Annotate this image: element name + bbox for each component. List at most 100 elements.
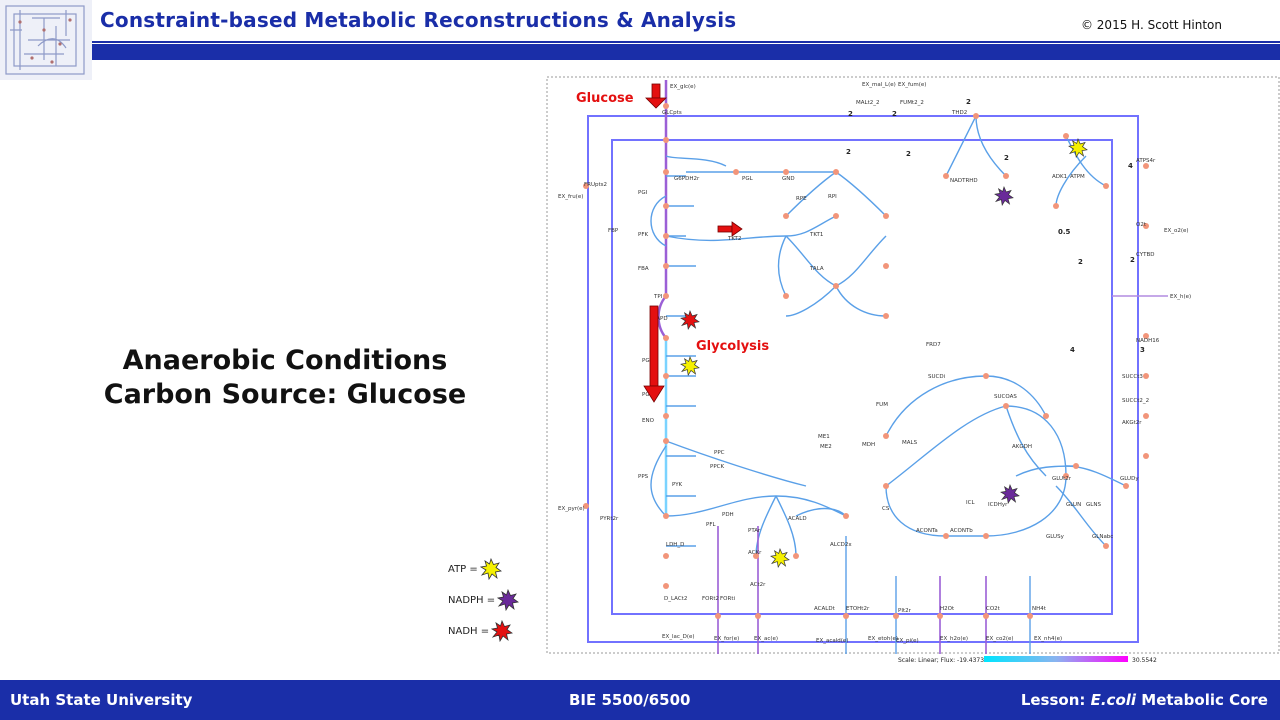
stoich-mark: 2 [848, 110, 853, 118]
rxn-label: EX_o2(e) [1164, 228, 1189, 234]
rxn-label: EX_h(e) [1170, 294, 1191, 300]
rxn-label: MALS [902, 440, 918, 446]
footer-course: BIE 5500/6500 [569, 691, 691, 709]
rxn-label: CYTBD [1136, 252, 1154, 258]
rxn-label: SUCDi [928, 374, 946, 380]
rxn-label: PGL [742, 176, 754, 182]
rxn-label: D_LACt2 [664, 596, 687, 602]
footer-lesson: Lesson: E.coli Metabolic Core [1021, 691, 1268, 709]
footer-lesson-organism: E.coli [1090, 691, 1137, 709]
rxn-label: PDH [722, 512, 734, 518]
rxn-label: PGM [642, 392, 655, 398]
rxn-label: AKGt2r [1122, 420, 1142, 426]
stoich-mark: 2 [966, 98, 971, 106]
rxn-label: EX_for(e) [714, 636, 739, 642]
nadph-burst-icon [497, 589, 520, 611]
stoich-mark: 3 [1140, 346, 1145, 354]
rxn-label: EX_co2(e) [986, 636, 1014, 642]
rxn-label: TKT2 [727, 236, 741, 242]
rxn-label: NADTRHD [950, 178, 978, 184]
rxn-label: PFK [638, 232, 648, 238]
rxn-label: NADH16 [1136, 338, 1160, 344]
rxn-label: AKGDH [1012, 444, 1032, 450]
rxn-label: EX_fru(e) [558, 194, 583, 200]
rxn-label: GLUN [1066, 502, 1081, 508]
footer-university: Utah State University [10, 691, 193, 709]
stoich-mark: 2 [906, 150, 911, 158]
rxn-label: ICL [966, 500, 975, 506]
rxn-label: FRD7 [926, 342, 941, 348]
rxn-label: NH4t [1032, 606, 1047, 612]
header-band [92, 44, 1280, 60]
legend-nadh-label: NADH = [448, 625, 490, 637]
stoich-mark: 2 [892, 110, 897, 118]
condition-line: Anaerobic Conditions [122, 345, 448, 376]
rxn-label: MDH [862, 442, 875, 448]
slide-title: Constraint-based Metabolic Reconstructio… [100, 8, 737, 32]
rxn-label: SUCCt2_2 [1122, 398, 1149, 404]
rxn-label: ME1 [818, 434, 830, 440]
rxn-label: TKT1 [809, 232, 823, 238]
rxn-label: PPC [714, 450, 725, 456]
map-frame [546, 76, 1280, 654]
stoich-mark: 2 [1078, 258, 1083, 266]
rxn-label: FORti [720, 596, 735, 602]
rxn-label: PTAr [748, 528, 761, 534]
rxn-label: G6PDH2r [674, 176, 700, 182]
rxn-label: PYK [672, 482, 683, 488]
rxn-label: H2Ot [940, 606, 955, 612]
rxn-label: EX_acald(e) [816, 638, 848, 644]
carbon-source-line: Carbon Source: Glucose [103, 379, 467, 410]
rxn-label: CO2t [986, 606, 1001, 612]
rxn-label: EX_fum(e) [898, 82, 926, 88]
nadph-burst-icon [1000, 483, 1020, 504]
rxn-label: GND [782, 176, 795, 182]
atp-burst-icon [680, 355, 700, 376]
rxn-label: THD2 [951, 110, 967, 116]
rxn-label: RPE [796, 196, 807, 202]
rxn-label: EX_etoh(e) [868, 636, 898, 642]
rxn-label: FUMt2_2 [900, 100, 924, 106]
glycolysis-flux-lines [657, 80, 668, 339]
legend-nadh: NADH = [448, 620, 514, 642]
rxn-label: ADK1 [1052, 174, 1067, 180]
rxn-label: ICDHyr [988, 502, 1008, 508]
rxn-label: EX_pyr(e) [558, 506, 585, 512]
metabolic-network-logo [0, 0, 92, 80]
rxn-label: PFL [706, 522, 716, 528]
stoich-mark: 2 [1130, 256, 1135, 264]
rxn-label: FBA [638, 266, 649, 272]
network-edges [650, 115, 1127, 557]
rxn-label: FRUpts2 [584, 182, 607, 188]
legend-atp: ATP = [448, 558, 502, 580]
glucose-arrow-icon [645, 83, 667, 109]
stoich-mark: 2 [846, 148, 851, 156]
nadph-burst-icon [994, 185, 1014, 206]
footer-lesson-suffix: Metabolic Core [1136, 691, 1268, 709]
rxn-label: PIt2r [898, 608, 912, 614]
outer-membrane [587, 115, 1139, 643]
rxn-label: SUCOAS [994, 394, 1017, 400]
stoich-mark: 0.5 [1058, 228, 1071, 236]
footer-band [0, 680, 1280, 720]
flux-scale-max: 30.5542 [1132, 657, 1157, 664]
atp-burst-icon [479, 558, 502, 580]
stoich-mark: 4 [1128, 162, 1133, 170]
rxn-label: SUCCt3 [1122, 374, 1143, 380]
nadh-burst-icon [680, 309, 700, 330]
rxn-label: ACALDt [814, 606, 836, 612]
rxn-label: GLUDy [1120, 476, 1139, 482]
nadh-burst-icon [491, 620, 514, 642]
atp-burst-icon [1068, 137, 1088, 158]
copyright-notice: © 2015 H. Scott Hinton [1080, 18, 1222, 32]
rxn-label: ACONTa [916, 528, 938, 534]
rxn-label: ENO [642, 418, 655, 424]
rxn-label: GLNabc [1092, 534, 1113, 540]
rxn-label: GLCpts [662, 110, 682, 116]
rxn-label: ATPS4r [1136, 158, 1156, 164]
rxn-label: GAPD [652, 316, 668, 322]
rxn-label: PPCK [710, 464, 724, 470]
rxn-label: FUM [876, 402, 888, 408]
legend-nadph-label: NADPH = [448, 594, 496, 606]
metabolic-map: EX_glc(e) EX_mal_L(e) EX_fum(e) GLCpts M… [546, 76, 1280, 664]
